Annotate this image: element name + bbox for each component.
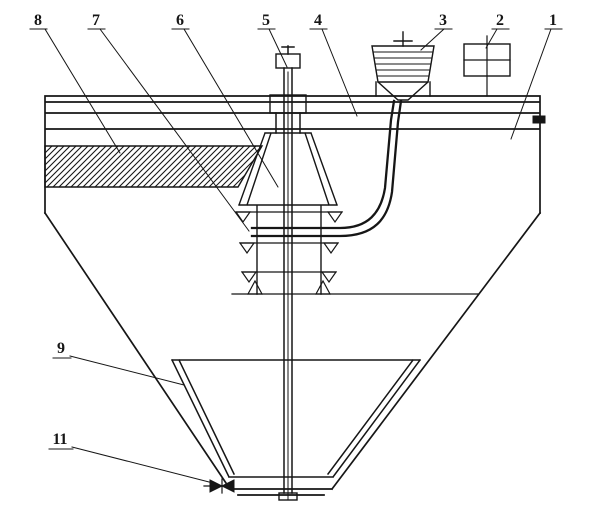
feed-pipe-outer-line <box>250 99 396 230</box>
plate-brackets <box>234 211 344 295</box>
top-bearing-box <box>275 53 301 69</box>
leaders <box>44 28 552 484</box>
ref-label-9: 9 <box>57 340 65 357</box>
plate-lines <box>231 211 479 295</box>
hatched-plate-region <box>44 145 264 188</box>
motor-fins <box>372 51 434 77</box>
discharge-valve-stem <box>203 478 223 494</box>
right-wall-nozzle-mark <box>532 115 546 124</box>
reference-labels: 8 7 6 5 4 3 2 1 9 11 <box>34 12 557 448</box>
label-underlines <box>29 28 563 450</box>
leader-lines <box>29 28 563 484</box>
feed-pipe <box>250 99 403 238</box>
feed-pipe-inner-line <box>250 99 403 238</box>
feedwell-lines <box>238 132 338 295</box>
motor-stem <box>393 31 413 47</box>
deflector-plates <box>231 211 479 295</box>
drawing-ink <box>29 28 563 501</box>
inner-cone-lines <box>170 358 422 479</box>
ref-label-3: 3 <box>439 12 447 29</box>
ref-label-4: 4 <box>314 12 322 29</box>
motor-hopper-and-legs <box>375 81 431 101</box>
ref-label-2: 2 <box>496 12 504 29</box>
deck-collar <box>269 94 307 114</box>
inclined-plate-hatched <box>44 145 264 188</box>
ref-label-11: 11 <box>52 431 67 448</box>
discharge-valve-right-wing <box>220 479 235 493</box>
ref-label-5: 5 <box>262 12 270 29</box>
tank-shell <box>43 211 542 496</box>
drive-motor <box>371 31 435 101</box>
ref-label-7: 7 <box>92 12 100 29</box>
center-shaft <box>269 45 307 501</box>
shaft-lines <box>275 45 301 494</box>
ref-label-8: 8 <box>34 12 42 29</box>
shaft-foot <box>278 492 298 501</box>
ref-label-1: 1 <box>549 12 557 29</box>
shell-cone-lines <box>43 211 542 496</box>
ref-label-6: 6 <box>176 12 184 29</box>
inner-cone <box>170 358 422 479</box>
feedwell-cone <box>238 132 338 295</box>
